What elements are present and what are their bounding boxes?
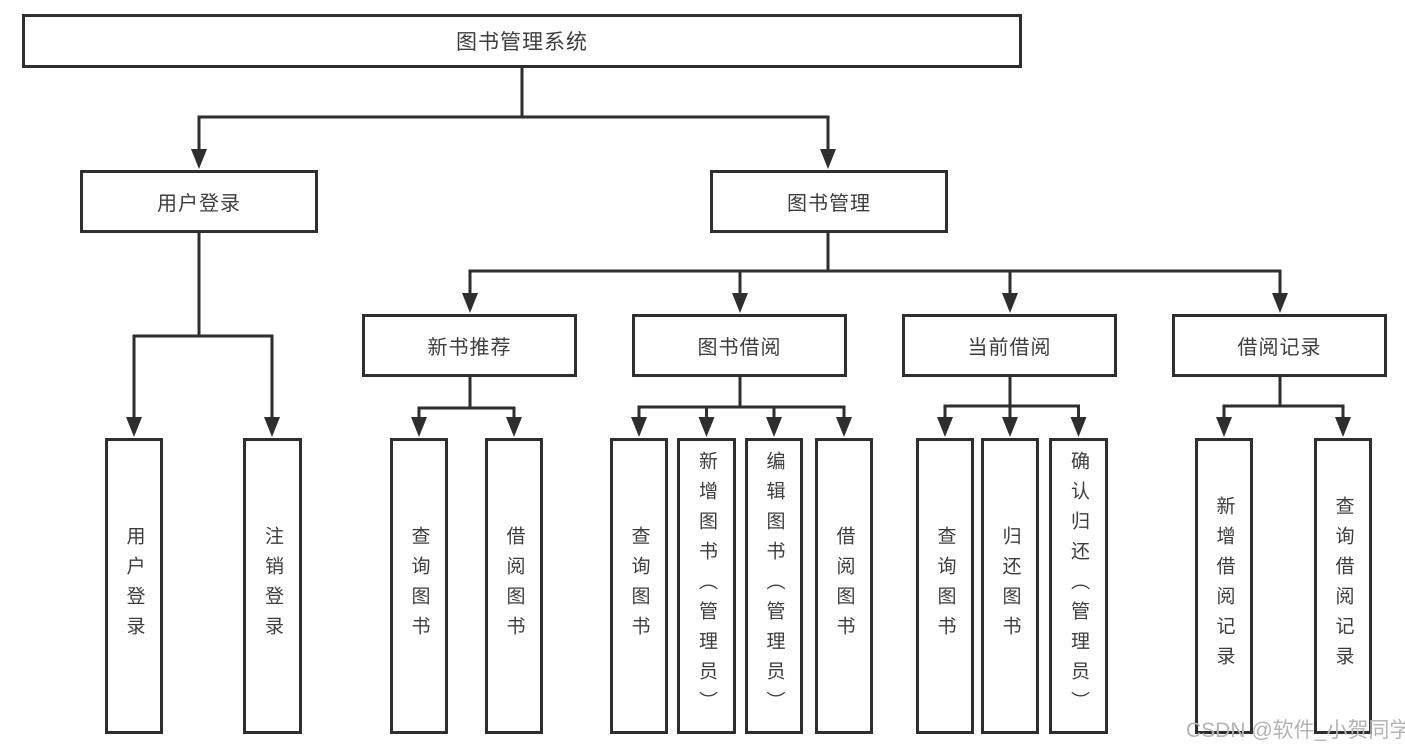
node-new-book-recommend: 新书推荐 [362,314,577,377]
tree-connector-paths [132,67,1345,419]
leaf-add-borrow-record: 新增借阅记录 [1195,438,1253,734]
leaf-logout: 注销登录 [243,438,302,734]
node-user-login-branch: 用户登录 [80,170,318,233]
node-label: 查询图书 [934,526,956,646]
node-label: 注销登录 [262,526,283,646]
node-label: 图书管理系统 [456,31,588,54]
node-label: 借阅记录 [1237,337,1322,359]
node-label: 查询图书 [408,526,430,646]
leaf-query-books-current: 查询图书 [916,438,974,734]
node-book-management-branch: 图书管理 [710,170,948,233]
leaf-query-books-recommend: 查询图书 [390,438,448,734]
node-borrow-records: 借阅记录 [1172,314,1387,377]
node-label: 当前借阅 [967,337,1052,359]
arrowheads [126,149,1351,437]
csdn-watermark: CSDN @软件_小贺同学 [1186,719,1405,742]
leaf-query-borrow-record: 查询借阅记录 [1314,438,1372,734]
leaf-borrow-books-recommend: 借阅图书 [485,438,543,734]
node-label: 归还图书 [999,526,1021,646]
node-book-borrowing: 图书借阅 [632,314,847,377]
node-label: 查询借阅记录 [1332,496,1354,676]
node-current-borrowing: 当前借阅 [902,314,1117,377]
node-label: 新增图书（管理员） [696,451,717,721]
node-label: 借阅图书 [833,526,855,646]
node-library-management-system: 图书管理系统 [22,14,1022,68]
node-label: 图书借阅 [697,337,782,359]
node-label: 新书推荐 [427,337,512,359]
leaf-edit-book-admin: 编辑图书（管理员） [745,438,803,734]
node-label: 查询图书 [628,526,650,646]
leaf-user-login: 用户登录 [105,438,163,734]
leaf-borrow-books: 借阅图书 [815,438,873,734]
node-label: 新增借阅记录 [1213,496,1235,676]
node-label: 图书管理 [787,193,871,215]
node-label: 用户登录 [157,193,241,215]
node-label: 借阅图书 [503,526,525,646]
leaf-confirm-return-admin: 确认归还（管理员） [1049,438,1108,734]
leaf-add-book-admin: 新增图书（管理员） [677,438,736,734]
node-label: 编辑图书（管理员） [763,451,785,721]
node-label: 确认归还（管理员） [1068,451,1089,721]
node-label: 用户登录 [123,526,145,646]
leaf-query-books-borrowing: 查询图书 [610,438,668,734]
leaf-return-book: 归还图书 [981,438,1039,734]
